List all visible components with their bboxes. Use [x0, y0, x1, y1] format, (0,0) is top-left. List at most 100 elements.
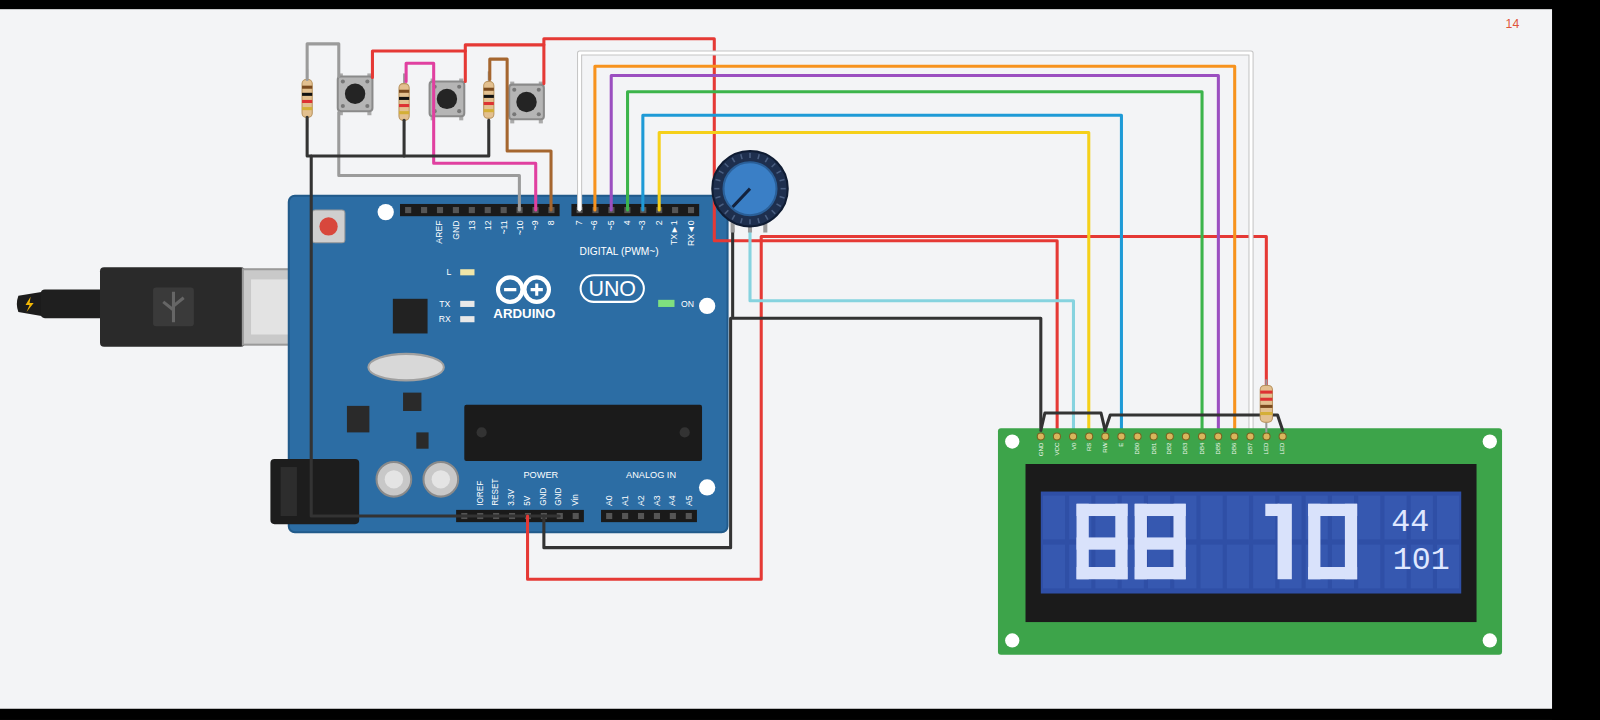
big-digit	[1308, 504, 1320, 579]
pin-label: GND	[452, 220, 461, 239]
button-screw	[457, 109, 461, 113]
char-cell	[1201, 545, 1223, 589]
pin-label: DB7	[1247, 443, 1253, 455]
pin-label: E	[1118, 443, 1124, 447]
pin-label: DIGITAL (PWM~)	[580, 247, 659, 257]
wire-brown	[490, 59, 551, 210]
wire-grey	[307, 44, 339, 80]
resistor-band	[484, 102, 494, 105]
char-cell	[1095, 496, 1117, 540]
lcd-pin	[1069, 433, 1076, 440]
resistor-band	[399, 97, 409, 100]
mounting-hole	[699, 298, 715, 314]
wire-black	[733, 228, 1041, 433]
pot-tick	[772, 210, 776, 214]
pushbutton	[338, 76, 373, 111]
analog-header	[601, 510, 697, 522]
pin-label: A1	[621, 495, 630, 506]
header-pin	[688, 207, 694, 213]
char-cell	[1148, 545, 1170, 589]
header-pin	[638, 513, 644, 519]
capacitor	[377, 462, 412, 497]
wire-black	[544, 318, 731, 547]
pin-label: LED	[1279, 443, 1285, 455]
char-cell	[1095, 545, 1117, 589]
lightning-icon	[26, 297, 34, 312]
wire-white-outline	[580, 53, 1251, 433]
big-digit	[1135, 504, 1147, 579]
button-screw	[365, 104, 369, 108]
lcd-pin	[1102, 433, 1109, 440]
board-model: UNO	[588, 278, 636, 299]
resistor-band	[1260, 391, 1272, 394]
resistor-band	[399, 111, 409, 114]
pin-label: ~10	[515, 220, 524, 235]
pot-tick	[765, 158, 768, 162]
char-cell	[1253, 496, 1275, 540]
resistor-band	[1260, 412, 1272, 415]
resistor-band	[302, 107, 312, 110]
pin-label: 13	[468, 220, 477, 230]
pin-label: A0	[605, 495, 614, 506]
lcd-pin	[1150, 433, 1157, 440]
wire-black	[1041, 413, 1105, 430]
status-number: 14	[1506, 17, 1520, 29]
lcd-pin	[1182, 433, 1189, 440]
pin-label: ~11	[500, 220, 509, 234]
wire-red	[372, 51, 465, 82]
wire-yellow	[659, 133, 1089, 434]
pin-label: GND	[555, 488, 563, 506]
pin-label: 12	[484, 220, 493, 230]
lcd-bezel	[1026, 464, 1477, 622]
pushbutton	[509, 85, 544, 120]
button-cap	[437, 89, 457, 109]
resistor-band	[302, 86, 312, 89]
resistor-band	[399, 90, 409, 93]
wire-white	[580, 53, 1251, 433]
resistor-symbol	[302, 80, 312, 118]
pot-indicator	[733, 189, 750, 207]
potentiometer	[712, 151, 788, 233]
wire-red	[465, 45, 544, 84]
pot-tick	[765, 215, 768, 219]
led-rx	[460, 316, 474, 322]
reset-button-base	[312, 210, 345, 243]
lcd-pin	[1053, 433, 1060, 440]
header-pin	[573, 513, 579, 519]
pin-label: DB4	[1199, 443, 1205, 455]
wire-red	[528, 237, 1267, 580]
lcd-pin	[1118, 433, 1125, 440]
button-cap	[516, 92, 536, 112]
lcd-pin	[1231, 433, 1238, 440]
pot-tick	[716, 179, 721, 180]
big-digit	[1265, 504, 1279, 516]
usb-cable-wire	[41, 290, 104, 319]
wire-blue	[643, 115, 1122, 433]
power-jack-face	[281, 467, 297, 516]
pin-label: POWER	[523, 471, 558, 480]
char-cell	[1227, 545, 1249, 589]
pin-label: DB0	[1134, 443, 1140, 455]
usb-icon	[163, 292, 183, 323]
crystal	[368, 354, 444, 381]
header-pin	[405, 207, 411, 213]
resistor-band	[1260, 405, 1272, 408]
small-chip	[403, 393, 421, 411]
pin-label: AREF	[435, 220, 444, 243]
pin-label: ANALOG IN	[626, 471, 676, 480]
button-screw	[365, 80, 369, 84]
pin-label: RS	[1086, 443, 1092, 452]
mounting-hole	[699, 479, 715, 495]
pin-label: GND	[540, 488, 548, 506]
pot-tick	[749, 219, 751, 224]
char-cell	[1227, 496, 1249, 540]
pot-tick	[741, 154, 742, 159]
mounting-hole	[1483, 434, 1497, 448]
right-bar	[1552, 0, 1600, 720]
resistor-band	[484, 109, 494, 112]
power-jack	[270, 459, 359, 524]
lcd-pin	[1198, 433, 1205, 440]
